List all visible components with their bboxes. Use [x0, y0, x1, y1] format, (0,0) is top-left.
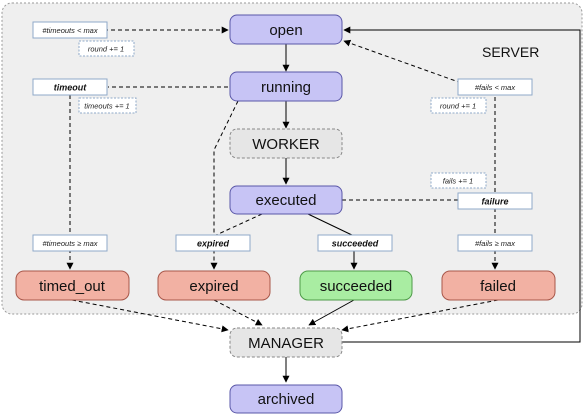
state-executed: executed	[229, 185, 343, 215]
cond-failure: failure	[457, 192, 533, 210]
state-succeeded: succeeded	[299, 270, 413, 301]
state-archived-label: archived	[258, 391, 315, 408]
state-failed: failed	[441, 270, 556, 301]
state-succeeded-label: succeeded	[320, 278, 393, 295]
state-running: running	[229, 71, 343, 102]
note-timeouts-ge-max: #timeouts ≥ max	[32, 234, 108, 252]
cond-expired: expired	[175, 234, 251, 252]
state-failed-label: failed	[480, 278, 516, 295]
edge-timedout-manager	[71, 299, 229, 333]
state-manager-label: MANAGER	[248, 335, 324, 352]
state-open: open	[229, 14, 343, 45]
note-fails-ge-max-label: #fails ≥ max	[475, 239, 515, 248]
note-fails-inc-label: fails += 1	[443, 177, 473, 186]
note-timeouts-lt-max-label: #timeouts < max	[42, 26, 97, 35]
state-expired: expired	[157, 270, 271, 301]
cond-succeeded: succeeded	[317, 234, 393, 252]
cond-timeout: timeout	[32, 78, 108, 96]
note-timeouts-lt-max: #timeouts < max	[32, 21, 108, 39]
state-worker-label: WORKER	[252, 136, 320, 153]
cond-expired-label: expired	[197, 239, 230, 249]
cond-failure-label: failure	[481, 197, 508, 207]
note-timeouts-inc-label: timeouts += 1	[84, 102, 129, 111]
state-running-label: running	[261, 79, 311, 96]
edge-running-expired	[210, 100, 239, 270]
state-open-label: open	[269, 22, 302, 39]
state-executed-label: executed	[256, 192, 317, 209]
note-fails-lt-max: #fails < max	[457, 78, 533, 96]
state-manager: MANAGER	[229, 327, 343, 358]
state-worker: WORKER	[229, 128, 343, 159]
edge-manager-open	[342, 26, 581, 343]
note-round-inc-left-label: round += 1	[88, 45, 124, 54]
edges-dashed	[66, 26, 499, 333]
note-timeouts-inc: timeouts += 1	[78, 97, 137, 114]
edge-expired-manager	[213, 299, 263, 326]
cond-timeout-label: timeout	[54, 83, 88, 93]
note-round-inc-right-label: round += 1	[440, 102, 476, 111]
note-fails-ge-max: #fails ≥ max	[457, 234, 533, 252]
state-archived: archived	[229, 384, 343, 414]
note-round-inc-right: round += 1	[430, 97, 487, 114]
state-timed-out: timed_out	[15, 270, 130, 301]
edge-failure-open	[343, 39, 496, 192]
state-timed-out-label: timed_out	[39, 278, 106, 295]
edge-failed-manager	[341, 299, 499, 333]
note-fails-lt-max-label: #fails < max	[475, 83, 515, 92]
state-expired-label: expired	[189, 278, 238, 295]
note-round-inc-left: round += 1	[78, 40, 135, 57]
edge-succeeded-manager	[308, 299, 355, 326]
edge-executed-expired	[213, 213, 263, 237]
cond-succeeded-label: succeeded	[332, 239, 379, 249]
server-region-label: SERVER	[482, 44, 539, 60]
note-timeouts-ge-max-label: #timeouts ≥ max	[43, 239, 98, 248]
note-fails-inc: fails += 1	[430, 172, 487, 189]
